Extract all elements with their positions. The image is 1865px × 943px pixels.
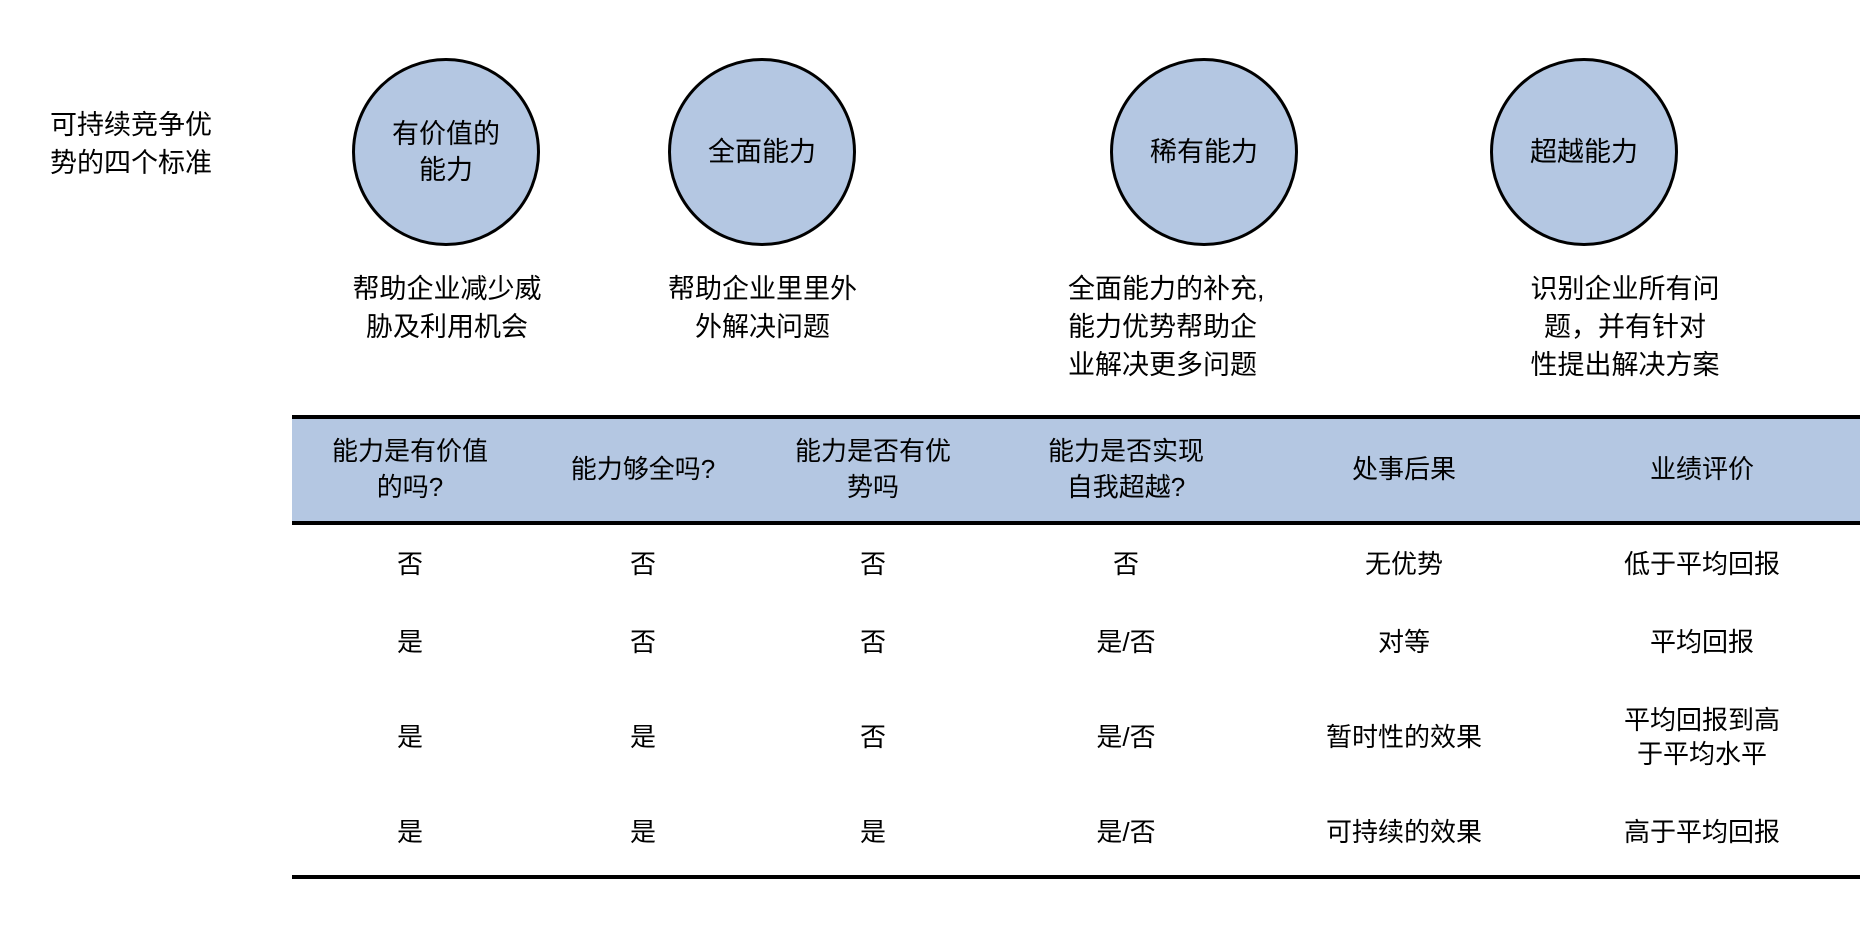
cell-consequence: 无优势 bbox=[1364, 549, 1443, 579]
criterion-circle-label: 全面能力 bbox=[708, 137, 816, 167]
column-header-comprehensive[interactable]: 能力够全吗? bbox=[528, 415, 758, 525]
cell-valuable: 是 bbox=[396, 722, 423, 752]
cell-valuable: 否 bbox=[396, 549, 423, 579]
cell-comprehensive: 否 bbox=[629, 627, 656, 657]
table-body: 否 否 否 否 无优势 低于平均回报 是 否 否 是/否 对等 平均回报 是 bbox=[292, 523, 1860, 879]
cell-advantage: 否 bbox=[859, 549, 886, 579]
criterion-caption-valuable: 帮助企业减少威 胁及利用机会 bbox=[352, 274, 542, 342]
cell-comprehensive: 是 bbox=[528, 793, 758, 879]
cell-performance: 低于平均回报 bbox=[1623, 549, 1780, 579]
criterion-circle-label: 超越能力 bbox=[1530, 137, 1638, 167]
cell-comprehensive: 否 bbox=[629, 549, 656, 579]
cell-transcendence: 是/否 bbox=[988, 793, 1264, 879]
cell-advantage: 是 bbox=[758, 793, 988, 879]
column-header-consequence[interactable]: 处事后果 bbox=[1264, 415, 1544, 525]
table-row: 是 是 否 是/否 暂时性的效果 平均回报到高 于平均水平 bbox=[292, 681, 1860, 793]
column-header-valuable[interactable]: 能力是有价值 的吗? bbox=[292, 415, 528, 525]
criteria-matrix-table-wrapper: 能力是有价值 的吗? 能力够全吗? 能力是否有优 势吗 能力是否实现 自我超越?… bbox=[292, 415, 1860, 879]
cell-transcendence: 否 bbox=[1112, 549, 1139, 579]
cell-comprehensive: 是 bbox=[629, 722, 656, 752]
table-header: 能力是有价值 的吗? 能力够全吗? 能力是否有优 势吗 能力是否实现 自我超越?… bbox=[292, 415, 1860, 525]
cell-performance: 平均回报到高 于平均水平 bbox=[1623, 705, 1780, 769]
cell-advantage: 否 bbox=[859, 627, 886, 657]
criterion-circle-transcendent[interactable]: 超越能力 bbox=[1490, 58, 1678, 246]
table-row: 否 否 否 否 无优势 低于平均回报 bbox=[292, 523, 1860, 603]
criterion-caption-comprehensive: 帮助企业里里外 外解决问题 bbox=[668, 274, 857, 342]
cell-performance: 平均回报 bbox=[1649, 627, 1754, 657]
criterion-caption-transcendent: 识别企业所有问 题，并有针对 性提出解决方案 bbox=[1530, 274, 1720, 380]
criterion-circle-rare[interactable]: 稀有能力 bbox=[1110, 58, 1298, 246]
criteria-matrix-table: 能力是有价值 的吗? 能力够全吗? 能力是否有优 势吗 能力是否实现 自我超越?… bbox=[292, 415, 1860, 879]
cell-valuable: 是 bbox=[396, 627, 423, 657]
table-header-row: 能力是有价值 的吗? 能力够全吗? 能力是否有优 势吗 能力是否实现 自我超越?… bbox=[292, 415, 1860, 525]
criterion-circle-label: 有价值的 能力 bbox=[392, 119, 500, 185]
column-header-advantage[interactable]: 能力是否有优 势吗 bbox=[758, 415, 988, 525]
cell-consequence: 可持续的效果 bbox=[1264, 793, 1544, 879]
column-header-transcendence[interactable]: 能力是否实现 自我超越? bbox=[988, 415, 1264, 525]
cell-transcendence: 是/否 bbox=[1096, 722, 1156, 752]
cell-performance: 高于平均回报 bbox=[1544, 793, 1860, 879]
criterion-circle-comprehensive[interactable]: 全面能力 bbox=[668, 58, 856, 246]
cell-consequence: 暂时性的效果 bbox=[1325, 722, 1482, 752]
criterion-circle-valuable[interactable]: 有价值的 能力 bbox=[352, 58, 540, 246]
cell-valuable: 是 bbox=[292, 793, 528, 879]
criterion-circle-label: 稀有能力 bbox=[1150, 137, 1258, 167]
cell-consequence: 对等 bbox=[1377, 627, 1430, 657]
page-title: 可持续竞争优 势的四个标准 bbox=[50, 110, 212, 178]
cell-transcendence: 是/否 bbox=[1096, 627, 1156, 657]
column-header-performance[interactable]: 业绩评价 bbox=[1544, 415, 1860, 525]
criterion-caption-rare: 全面能力的补充, 能力优势帮助企 业解决更多问题 bbox=[1068, 274, 1265, 380]
table-row: 是 否 否 是/否 对等 平均回报 bbox=[292, 603, 1860, 681]
cell-advantage: 否 bbox=[859, 722, 886, 752]
table-row: 是 是 是 是/否 可持续的效果 高于平均回报 bbox=[292, 793, 1860, 879]
